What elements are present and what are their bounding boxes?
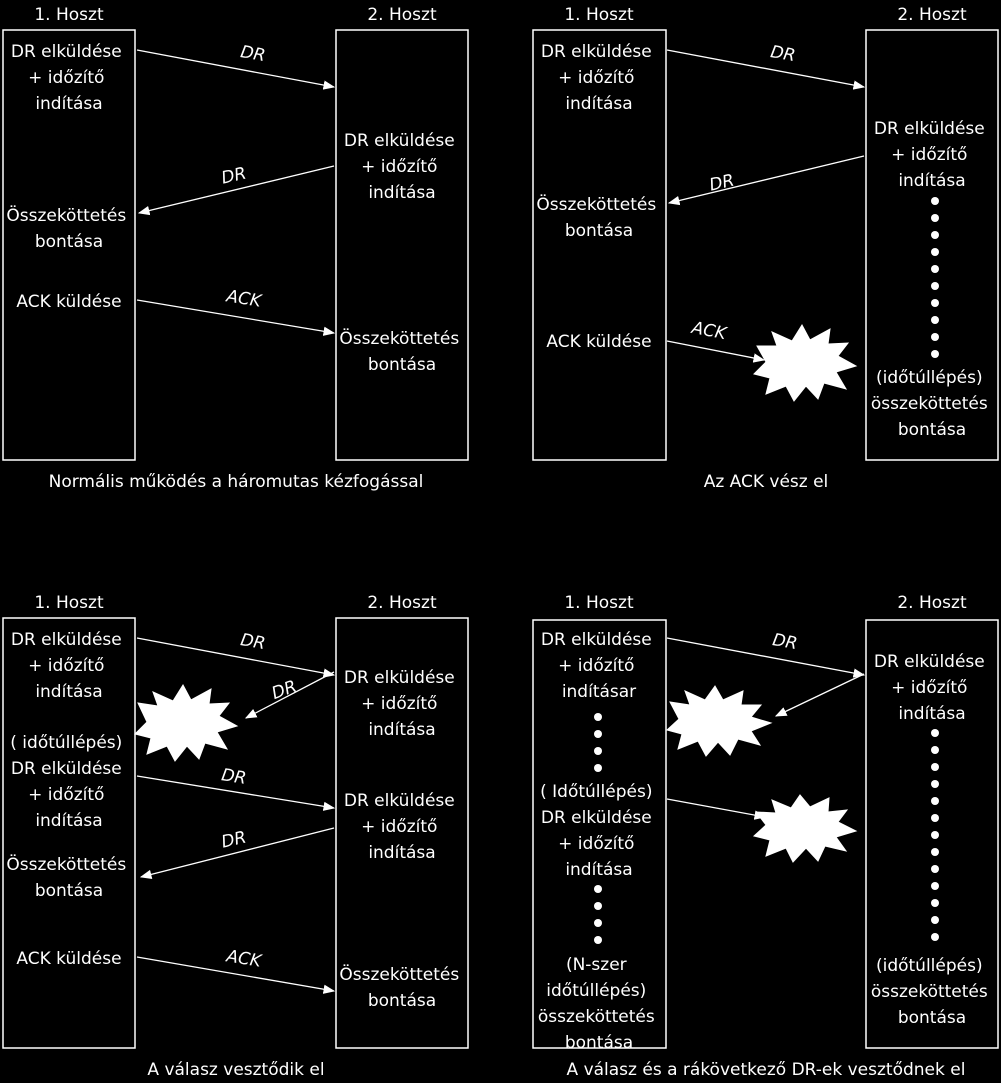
host2-label: 2. Hoszt (367, 593, 437, 613)
message-lost-burst (752, 794, 858, 863)
dr-message-label: DR (771, 630, 799, 654)
dr-message-arrow (774, 673, 865, 717)
dr-message-label: DR (239, 42, 267, 66)
dr-message-arrow (137, 165, 335, 216)
panel-caption: Normális működés a háromutas kézfogással (49, 472, 424, 492)
panel-ack-lost: 1. Hoszt 2. Hoszt DR elküldése + időzítő… (532, 5, 999, 492)
host1-label: 1. Hoszt (564, 5, 634, 25)
host2-event: DR elküldése + időzítő indítása (874, 652, 990, 724)
host2-timeline-box (865, 29, 999, 461)
host2-timeline-box (335, 617, 469, 1049)
host2-event: DR elküldése + időzítő indítása (344, 791, 460, 863)
dr-message-arrow (244, 671, 335, 719)
dr-message-arrow (136, 637, 336, 678)
panel-response-lost: 1. Hoszt 2. Hoszt DR elküldése + időzítő… (2, 593, 469, 1080)
message-lost-burst (753, 324, 858, 402)
dr-message-label: DR (239, 630, 267, 654)
host1-timeline-box (2, 29, 136, 461)
host2-label: 2. Hoszt (897, 593, 967, 613)
host1-event: ( Időtúllépés) DR elküldése + időzítő in… (540, 782, 658, 880)
waiting-dots (594, 885, 602, 944)
host2-label: 2. Hoszt (897, 5, 967, 25)
host2-event: (időtúllépés) összeköttetés bontása (871, 956, 993, 1028)
panel-caption: A válasz és a rákövetkező DR-ek vesztődn… (567, 1060, 966, 1080)
host1-event: Összeköttetés bontása (6, 204, 131, 252)
dr-message-arrow (666, 637, 866, 678)
host1-event: ACK küldése (16, 949, 121, 969)
host1-event: ( időtúllépés) DR elküldése + időzítő in… (10, 733, 127, 831)
dr-message-arrow (667, 155, 865, 206)
host2-event: DR elküldése + időzítő indítása (344, 131, 460, 203)
host1-timeline-box (532, 29, 667, 461)
host1-timeline-box (2, 617, 136, 1049)
host1-label: 1. Hoszt (34, 5, 104, 25)
host1-event: (N-szer időtúllépés) összeköttetés bontá… (538, 955, 660, 1053)
waiting-dots (931, 729, 939, 941)
host1-event: Összeköttetés bontása (6, 853, 131, 901)
host2-label: 2. Hoszt (367, 5, 437, 25)
host2-event: (időtúllépés) összeköttetés bontása (871, 368, 993, 440)
dr-message-arrow (136, 775, 336, 811)
dr-message-label: DR (769, 42, 797, 66)
host1-timeline-box (532, 619, 667, 1049)
dr-message-arrow (666, 49, 866, 90)
host1-event: DR elküldése + időzítő indítása (11, 42, 127, 114)
waiting-dots (931, 197, 939, 358)
dr-message-arrow (666, 798, 767, 820)
host2-event: Összeköttetés bontása (339, 327, 464, 375)
host2-timeline-box (865, 619, 999, 1049)
host1-event: ACK küldése (546, 332, 651, 352)
message-lost-burst (134, 684, 239, 762)
host1-event: Összeköttetés bontása (536, 193, 661, 241)
host2-timeline-box (335, 29, 469, 461)
host2-event: DR elküldése + időzítő indítása (344, 668, 460, 740)
host2-event: DR elküldése + időzítő indítása (874, 119, 990, 191)
dr-message-label: DR (220, 765, 248, 789)
panel-normal-release: 1. Hoszt 2. Hoszt DR elküldése + időzítő… (2, 5, 469, 492)
waiting-dots (594, 713, 602, 772)
ack-message-arrow (666, 340, 766, 363)
host1-event: ACK küldése (16, 292, 121, 312)
host1-label: 1. Hoszt (564, 593, 634, 613)
message-lost-burst (665, 685, 773, 757)
panel-caption: Az ACK vész el (704, 472, 829, 492)
ack-message-arrow (136, 956, 336, 994)
host1-event: DR elküldése + időzítő indítása (541, 42, 657, 114)
host1-event: DR elküldése + időzítő indítása (11, 630, 127, 702)
host1-event: DR elküldése + időzítő indításar (541, 630, 657, 702)
host1-label: 1. Hoszt (34, 593, 104, 613)
dr-message-arrow (136, 49, 336, 90)
dr-message-arrow (139, 827, 335, 879)
host2-event: Összeköttetés bontása (339, 963, 464, 1011)
ack-message-arrow (136, 299, 336, 336)
panel-response-and-drs-lost: 1. Hoszt 2. Hoszt DR elküldése + időzítő… (532, 593, 999, 1080)
panel-caption: A válasz vesztődik el (147, 1060, 324, 1080)
